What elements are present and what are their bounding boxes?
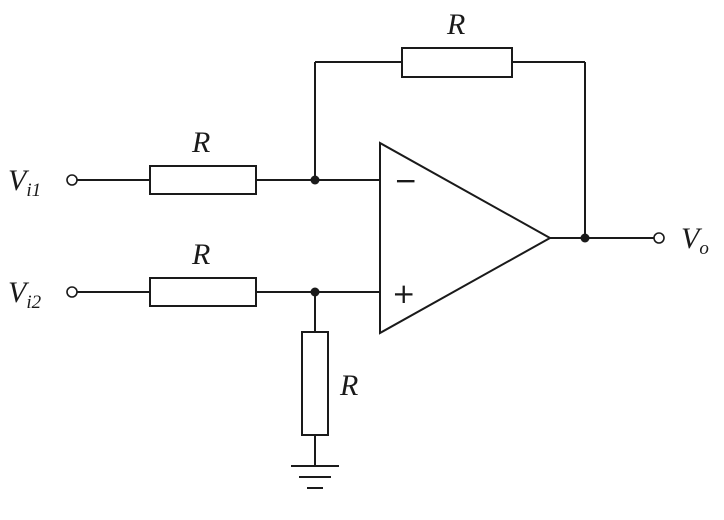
label-input1: Vi1: [8, 164, 41, 201]
opamp-triangle: [379, 141, 553, 335]
node-noninverting-junction: [310, 287, 320, 297]
label-input1-sub: i1: [26, 180, 41, 201]
resistor-input1: [149, 165, 257, 195]
terminal-output: [653, 232, 665, 244]
resistor-input2: [149, 277, 257, 307]
label-output: Vo: [681, 222, 709, 259]
label-resistor-input2: R: [191, 238, 210, 271]
terminal-input2: [66, 286, 78, 298]
terminal-input1: [66, 174, 78, 186]
label-resistor-feedback: R: [446, 8, 465, 41]
resistor-ground: [301, 331, 329, 436]
label-input2-base: V: [8, 276, 30, 309]
ground-symbol: [291, 465, 339, 489]
label-resistor-input1: R: [191, 126, 210, 159]
label-input1-base: V: [8, 164, 30, 197]
label-input2: Vi2: [8, 276, 42, 313]
label-resistor-ground: R: [339, 369, 358, 402]
node-inverting-junction: [310, 175, 320, 185]
node-output-junction: [580, 233, 590, 243]
resistor-feedback: [401, 47, 513, 78]
label-input2-sub: i2: [26, 292, 41, 313]
opamp-inverting-sign: −: [394, 164, 417, 197]
opamp-noninverting-sign: +: [392, 277, 415, 310]
label-output-sub: o: [699, 238, 709, 259]
label-output-base: V: [681, 222, 703, 255]
